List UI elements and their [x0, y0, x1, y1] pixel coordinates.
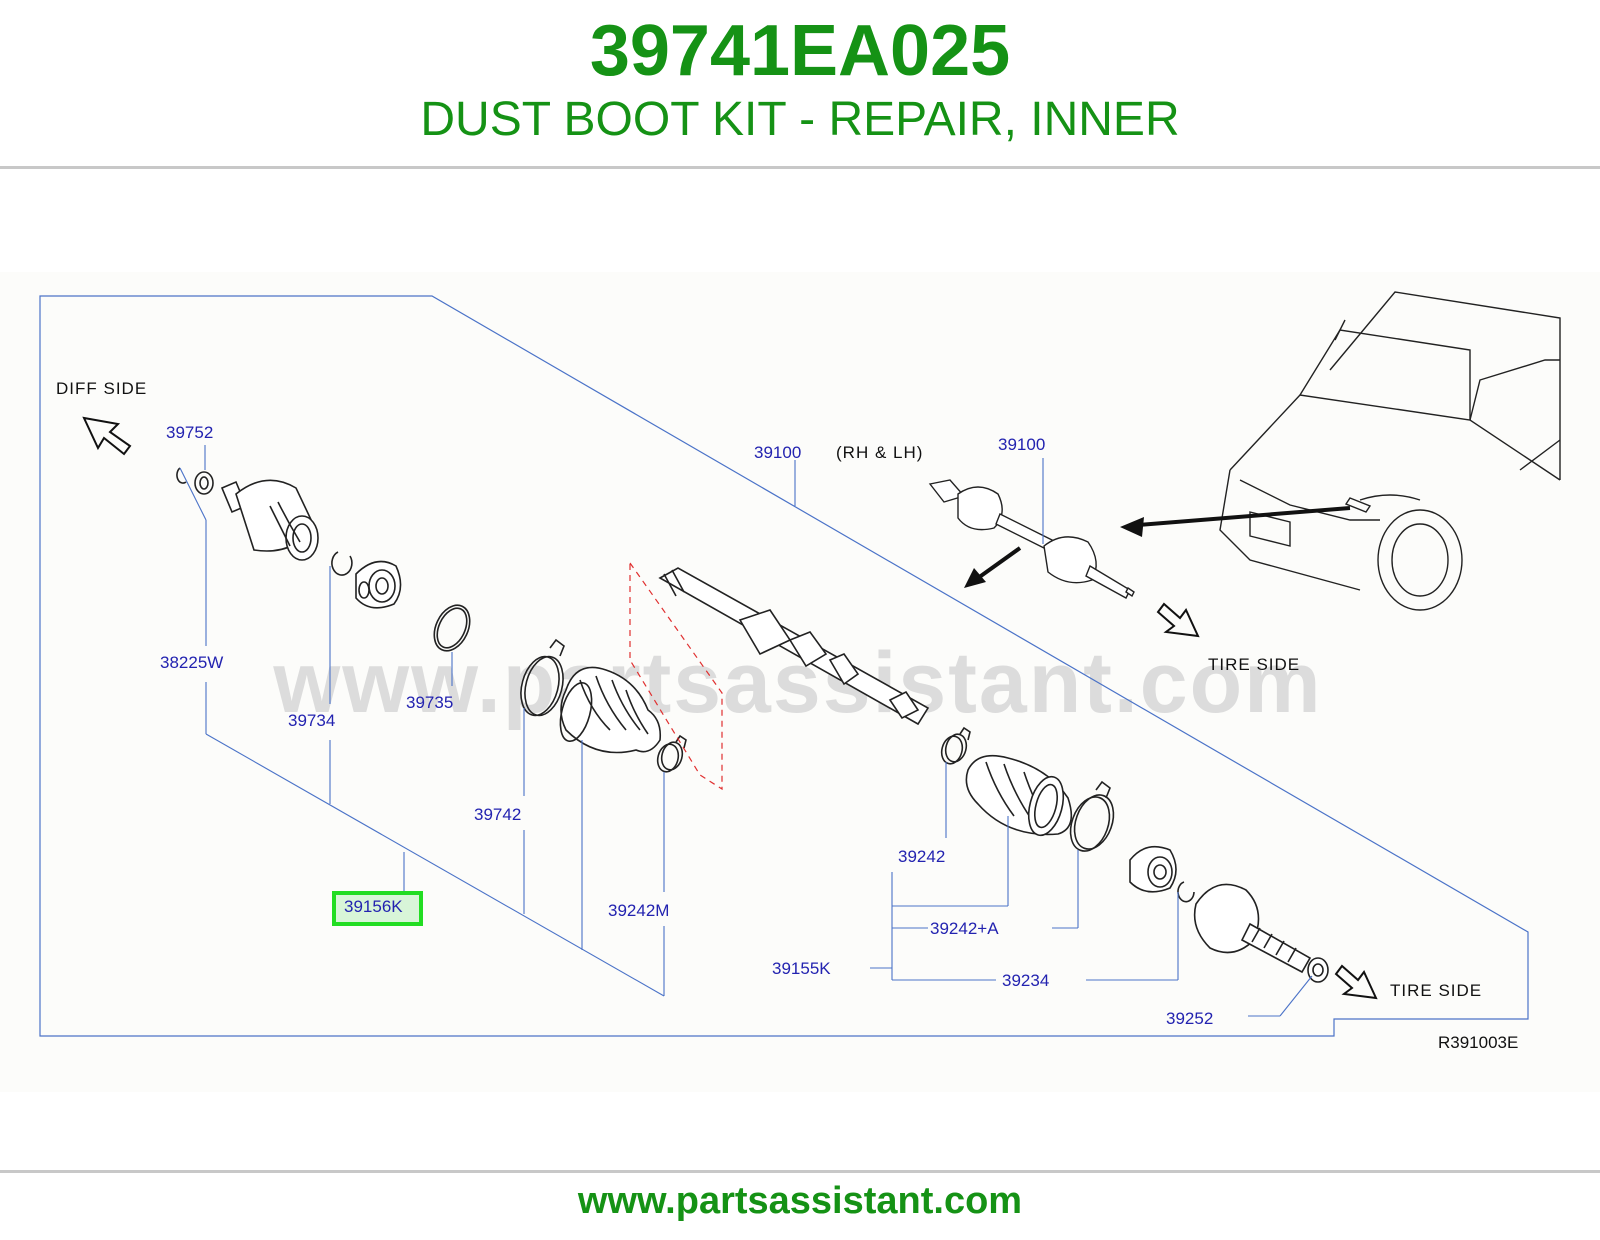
joint-housing-icon — [220, 479, 319, 561]
outer-boot-icon — [965, 754, 1073, 837]
band-39242a-icon — [1069, 780, 1115, 852]
part-label-38225w[interactable]: 38225W — [160, 653, 223, 672]
leader-lines — [179, 445, 1313, 1017]
footer-website-link[interactable]: www.partsassistant.com — [577, 1180, 1023, 1222]
outer-joint-icon — [1193, 883, 1329, 983]
part-label-39242[interactable]: 39242 — [898, 847, 945, 866]
part-label-39734[interactable]: 39734 — [288, 711, 335, 730]
dust-boot-icon — [559, 666, 662, 754]
rh-lh-label: (RH & LH) — [836, 443, 923, 462]
tire-side-upper-arrow-icon — [1156, 602, 1200, 638]
direction-arrows — [82, 416, 1378, 1000]
part-label-39155k[interactable]: 39155K — [772, 959, 831, 978]
diagram-background — [0, 272, 1600, 1092]
vehicle-inset-icon — [1219, 291, 1561, 611]
tire-side-lower-label: TIRE SIDE — [1390, 981, 1482, 1000]
part-label-39742[interactable]: 39742 — [474, 805, 521, 824]
shaft-arrow-head — [964, 568, 986, 588]
snap-ring-right-icon — [1177, 881, 1195, 903]
boot-band-icon — [520, 638, 565, 717]
reference-code: R391003E — [1438, 1033, 1518, 1052]
part-label-39156k[interactable]: 39156K — [344, 897, 403, 916]
vehicle-arrow-head — [1120, 517, 1144, 537]
diagram-frame — [39, 295, 1529, 1037]
part-label-39242a[interactable]: 39242+A — [930, 919, 999, 938]
part-label-39234[interactable]: 39234 — [1002, 971, 1049, 990]
left-parts — [176, 467, 687, 773]
tire-side-upper-label: TIRE SIDE — [1208, 655, 1300, 674]
footer-divider — [0, 1170, 1600, 1173]
part-description: DUST BOOT KIT - REPAIR, INNER — [420, 93, 1180, 146]
inset-arrows — [964, 506, 1351, 588]
tire-side-lower-arrow-icon — [1334, 964, 1378, 1000]
tripod-icon — [355, 560, 402, 609]
part-label-39100-inset[interactable]: 39100 — [998, 435, 1045, 454]
shaft-arrow — [976, 546, 1022, 580]
outer-tripod-icon — [1129, 845, 1177, 893]
part-label-39752[interactable]: 39752 — [166, 423, 213, 442]
header-divider — [0, 166, 1600, 169]
circlip-icon — [433, 604, 471, 652]
part-label-39252[interactable]: 39252 — [1166, 1009, 1213, 1028]
inset-detail-lines — [1344, 497, 1372, 513]
vehicle-arrow — [1137, 506, 1351, 527]
band-39242-icon — [940, 726, 971, 765]
snap-ring-39734-icon — [331, 551, 353, 576]
part-label-39100-main[interactable]: 39100 — [754, 443, 801, 462]
diff-side-arrow-icon — [82, 416, 132, 456]
snap-ring-icon — [176, 467, 187, 484]
axle-shaft-icon — [658, 567, 930, 726]
assembly-bracket — [629, 561, 723, 791]
highlight-box — [332, 891, 423, 926]
page-header: 39741EA025 DUST BOOT KIT - REPAIR, INNER — [0, 0, 1600, 168]
diff-side-label: DIFF SIDE — [56, 379, 147, 398]
part-label-39242m[interactable]: 39242M — [608, 901, 669, 920]
washer-inner — [199, 476, 209, 490]
driveshaft-inset-icon — [928, 479, 1135, 599]
part-label-39735[interactable]: 39735 — [406, 693, 453, 712]
part-number-title: 39741EA025 — [589, 11, 1011, 91]
parts-diagram: www.partsassistant.com — [0, 170, 1600, 1170]
washer-icon — [194, 471, 214, 495]
right-parts — [940, 726, 1329, 983]
diagram-canvas: www.partsassistant.com — [0, 272, 1600, 1092]
